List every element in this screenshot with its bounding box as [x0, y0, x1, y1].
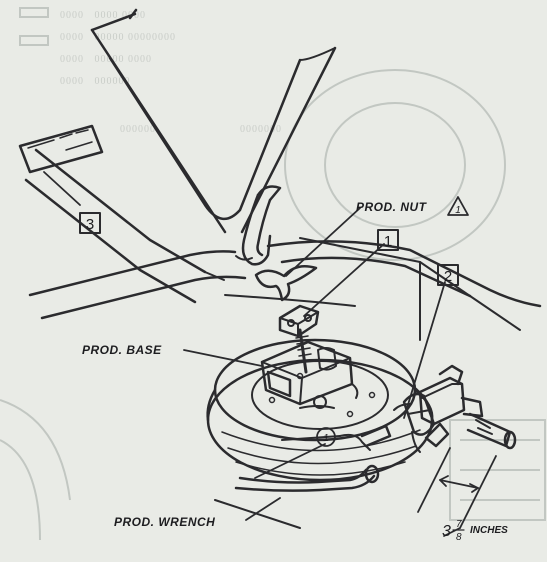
callout-1-label: 1: [384, 233, 392, 250]
circle-1-label: 1: [323, 433, 329, 444]
hold-down-hook: [235, 185, 282, 266]
svg-text:0000 0000 0000: 0000 0000 0000: [60, 10, 146, 21]
prod-wrench: [234, 424, 392, 492]
callout-box-2: 2: [437, 264, 459, 286]
dimension-whole: 3: [442, 523, 451, 540]
callout-box-1: 1: [377, 229, 399, 251]
svg-text:0000000: 0000000: [240, 124, 282, 135]
svg-text:000000: 000000: [120, 124, 156, 135]
dimension-label: 3 7 8 INCHES: [442, 519, 508, 543]
prod-wrench-label: PROD. WRENCH: [114, 515, 215, 529]
dimension-denominator: 8: [456, 532, 462, 543]
dimension-lines: [417, 447, 497, 537]
clamp-clip: [278, 304, 320, 338]
background-bleed-through: 0000 0000 0000 0000 00000 00000000 0000 …: [0, 7, 546, 541]
prod-nut-label: PROD. NUT: [356, 200, 428, 214]
callout-3-label: 3: [86, 216, 94, 233]
instruction-card: [18, 124, 104, 174]
svg-text:0000 00000 0000: 0000 00000 0000: [60, 54, 152, 65]
trunk-body: [24, 8, 542, 529]
prod-base-block: [260, 340, 359, 406]
callout-2-label: 2: [444, 268, 452, 285]
svg-text:0000 000000: 0000 000000: [60, 76, 131, 87]
leader-lines: [43, 171, 446, 521]
dimension-numerator: 7: [456, 519, 462, 530]
dimension-unit: INCHES: [470, 525, 508, 536]
callout-circle-1: 1: [316, 427, 336, 447]
warning-triangle-icon: 1: [447, 196, 469, 216]
prod-base-label: PROD. BASE: [82, 343, 162, 357]
svg-text:0000 00000 00000000: 0000 00000 00000000: [60, 32, 176, 43]
prod-nut-wing-nut: [254, 265, 318, 302]
callout-box-3: 3: [79, 212, 101, 234]
warning-mark-label: 1: [455, 205, 461, 216]
